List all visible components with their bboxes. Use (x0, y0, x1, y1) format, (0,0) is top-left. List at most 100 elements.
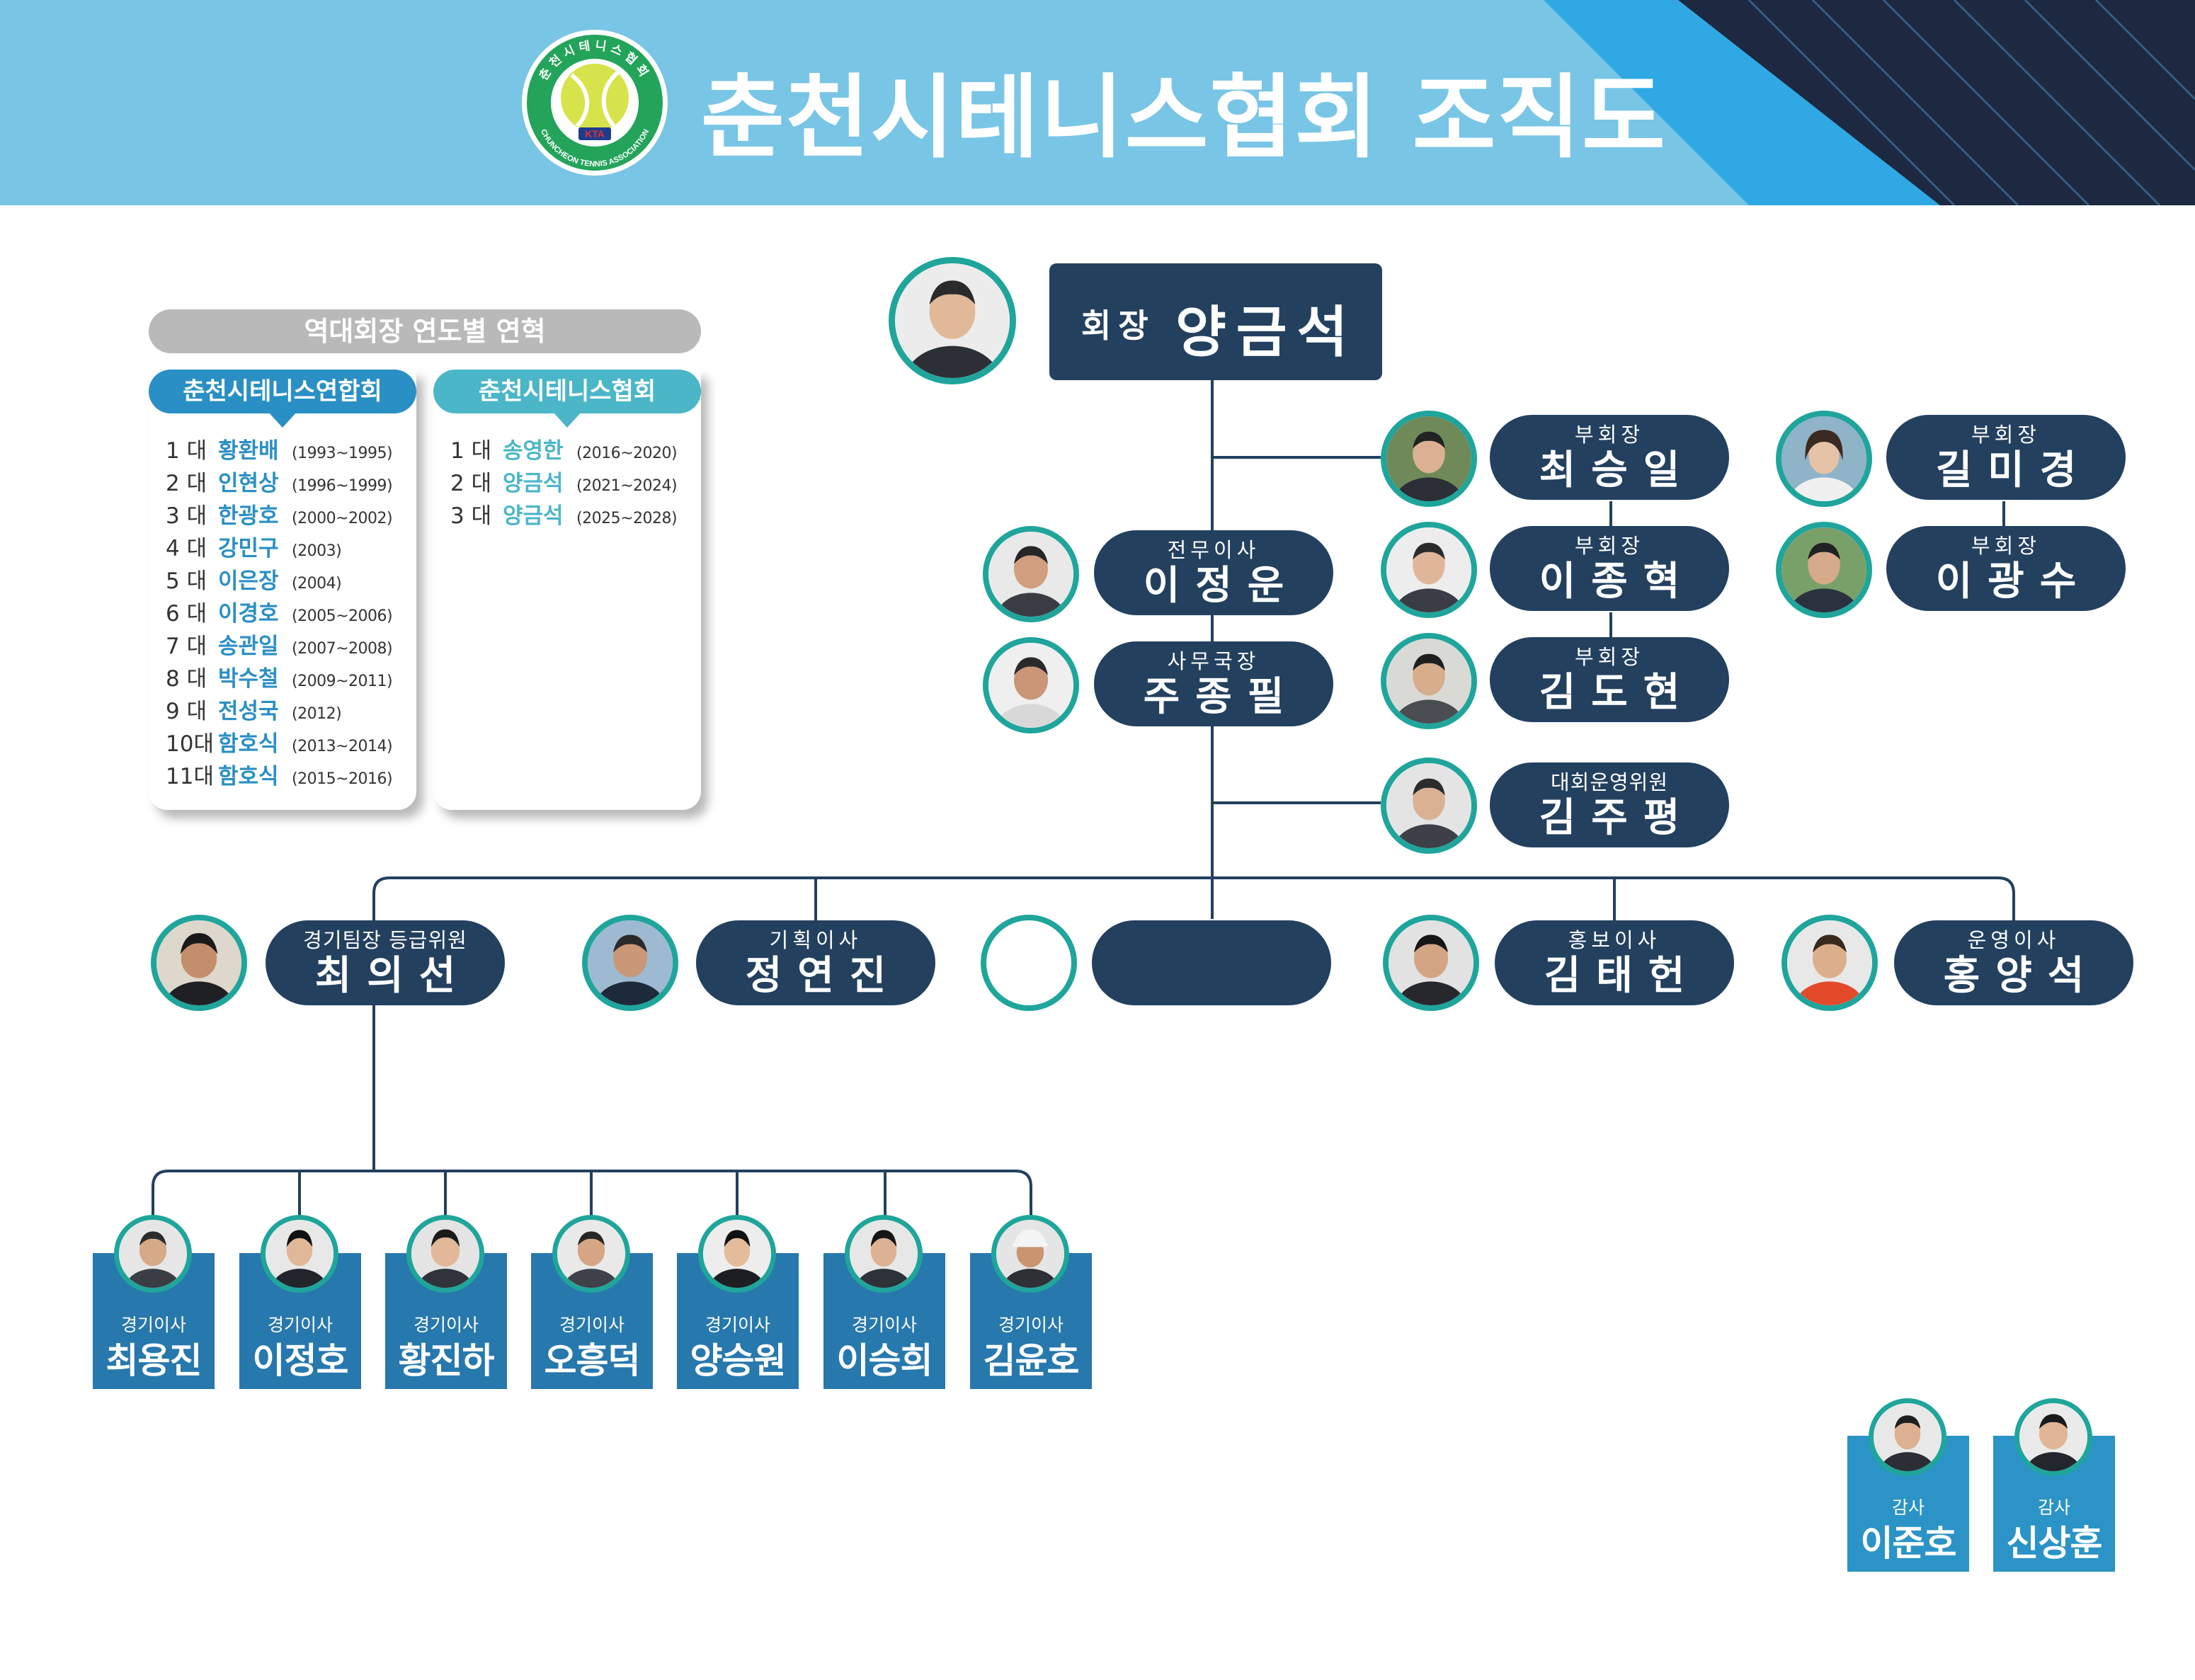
person-name: 길미경 (1935, 447, 2092, 493)
history-generation: 10대 (166, 731, 214, 757)
history-years: (2005~2006) (292, 607, 393, 625)
history-generation: 8 대 (166, 666, 207, 692)
history-generation: 2 대 (166, 471, 207, 496)
position-label: 경기이사 (851, 1315, 917, 1335)
match-director-photo (114, 1215, 192, 1293)
department-head-photo (1781, 915, 1878, 1011)
history-generation: 5 대 (166, 568, 207, 594)
person-avatar-icon (156, 920, 241, 1005)
history-generation: 1 대 (450, 438, 492, 464)
match-director-photo (845, 1215, 923, 1293)
position-label: 사무국장 (1167, 649, 1260, 673)
auditor-photo (2014, 1398, 2092, 1476)
department-head-photo (582, 915, 678, 1011)
vacant-position-photo (981, 915, 1077, 1011)
vice-president-photo (1381, 411, 1477, 507)
history-president-name: 황환배 (218, 438, 279, 464)
history-column-heading: 춘천시테니스연합회 (149, 370, 416, 428)
match-director-photo (698, 1215, 776, 1293)
history-generation: 6 대 (166, 601, 207, 627)
person-name: 주종필 (1143, 674, 1300, 720)
history-entry: 6 대 이경호 (2005~2006) (166, 598, 393, 630)
history-entry: 3 대 양금석 (2025~2028) (450, 500, 678, 532)
match-director-photo (552, 1215, 630, 1293)
person-avatar-icon (557, 1220, 625, 1288)
president-photo (889, 257, 1016, 384)
history-generation: 9 대 (166, 699, 207, 724)
person-name: 최용진 (106, 1340, 203, 1381)
position-label: 경기이사 (998, 1315, 1064, 1335)
auditor-photo (1869, 1398, 1946, 1476)
header-decoration (1544, 0, 2195, 205)
history-years: (2021~2024) (576, 477, 678, 495)
department-card: 경기팀장 등급위원 최의선 (266, 920, 505, 1005)
person-avatar-icon (1787, 920, 1872, 1005)
secretary-general-card: 사무국장 주종필 (1094, 641, 1333, 726)
person-name: 신상훈 (2006, 1523, 2103, 1564)
person-name: 황진하 (398, 1340, 495, 1381)
history-years: (1996~1999) (292, 477, 393, 495)
person-avatar-icon (1386, 527, 1471, 612)
position-label: 감사 (2037, 1497, 2070, 1518)
history-column-heading: 춘천시테니스협회 (433, 370, 701, 428)
executive-director-photo (983, 526, 1079, 622)
person-avatar-icon (1781, 416, 1866, 501)
vice-president-photo (1381, 522, 1477, 618)
vice-president-card: 부회장 길미경 (1886, 415, 2126, 500)
person-avatar-icon (850, 1220, 918, 1288)
history-president-name: 강민구 (218, 536, 279, 561)
vice-president-card: 부회장 이종혁 (1490, 526, 1729, 611)
person-avatar-icon (1386, 416, 1471, 501)
person-name: 이정운 (1143, 563, 1300, 609)
person-name: 정연진 (745, 953, 902, 999)
position-label: 경기이사 (413, 1315, 479, 1335)
history-president-name: 송관일 (218, 634, 279, 659)
history-years: (2013~2014) (292, 738, 393, 755)
history-president-name: 함호식 (218, 764, 279, 789)
department-card: 기획이사 정연진 (696, 920, 935, 1005)
history-years: (2015~2016) (292, 770, 393, 788)
match-director-photo (406, 1215, 484, 1293)
history-years: (2004) (292, 575, 342, 593)
vice-president-card: 부회장 김도현 (1490, 637, 1729, 722)
person-avatar-icon (411, 1220, 479, 1288)
person-name: 양승원 (690, 1340, 787, 1381)
history-years: (2016~2020) (576, 445, 678, 462)
position-label: 홍보이사 (1568, 928, 1661, 952)
vice-president-photo (1776, 522, 1872, 618)
position-label: 감사 (1891, 1497, 1925, 1518)
match-director-card: 경기이사 김윤호 (970, 1253, 1092, 1389)
history-president-name: 양금석 (503, 471, 564, 496)
history-president-name: 이은장 (218, 568, 279, 594)
department-card: 운영이사 홍양석 (1894, 920, 2133, 1005)
association-logo: KTA 춘천시테니스협회 CHUNCHEON TENNIS ASSOCIATIO… (522, 30, 668, 176)
history-generation: 4 대 (166, 536, 207, 561)
position-label: 운영이사 (1967, 928, 2060, 952)
history-generation: 3 대 (450, 503, 492, 529)
person-avatar-icon (1389, 920, 1473, 1005)
position-label: 부회장 (1574, 423, 1645, 447)
secretary-general-photo (983, 637, 1079, 733)
match-director-photo (991, 1215, 1069, 1293)
position-label: 경기이사 (267, 1315, 333, 1335)
history-president-name: 양금석 (503, 503, 564, 529)
history-years: (2025~2028) (576, 510, 678, 527)
position-label: 대회운영위원 (1550, 770, 1669, 794)
person-avatar-icon (996, 1220, 1064, 1288)
person-avatar-icon (588, 920, 673, 1005)
history-years: (2007~2008) (292, 640, 393, 658)
history-generation: 3 대 (166, 503, 207, 529)
history-president-name: 이경호 (218, 601, 279, 627)
person-avatar-icon (1386, 763, 1471, 848)
person-name: 이종혁 (1539, 559, 1696, 605)
history-years: (2000~2002) (292, 510, 393, 527)
history-generation: 11대 (166, 764, 214, 789)
person-avatar-icon (1874, 1403, 1942, 1471)
